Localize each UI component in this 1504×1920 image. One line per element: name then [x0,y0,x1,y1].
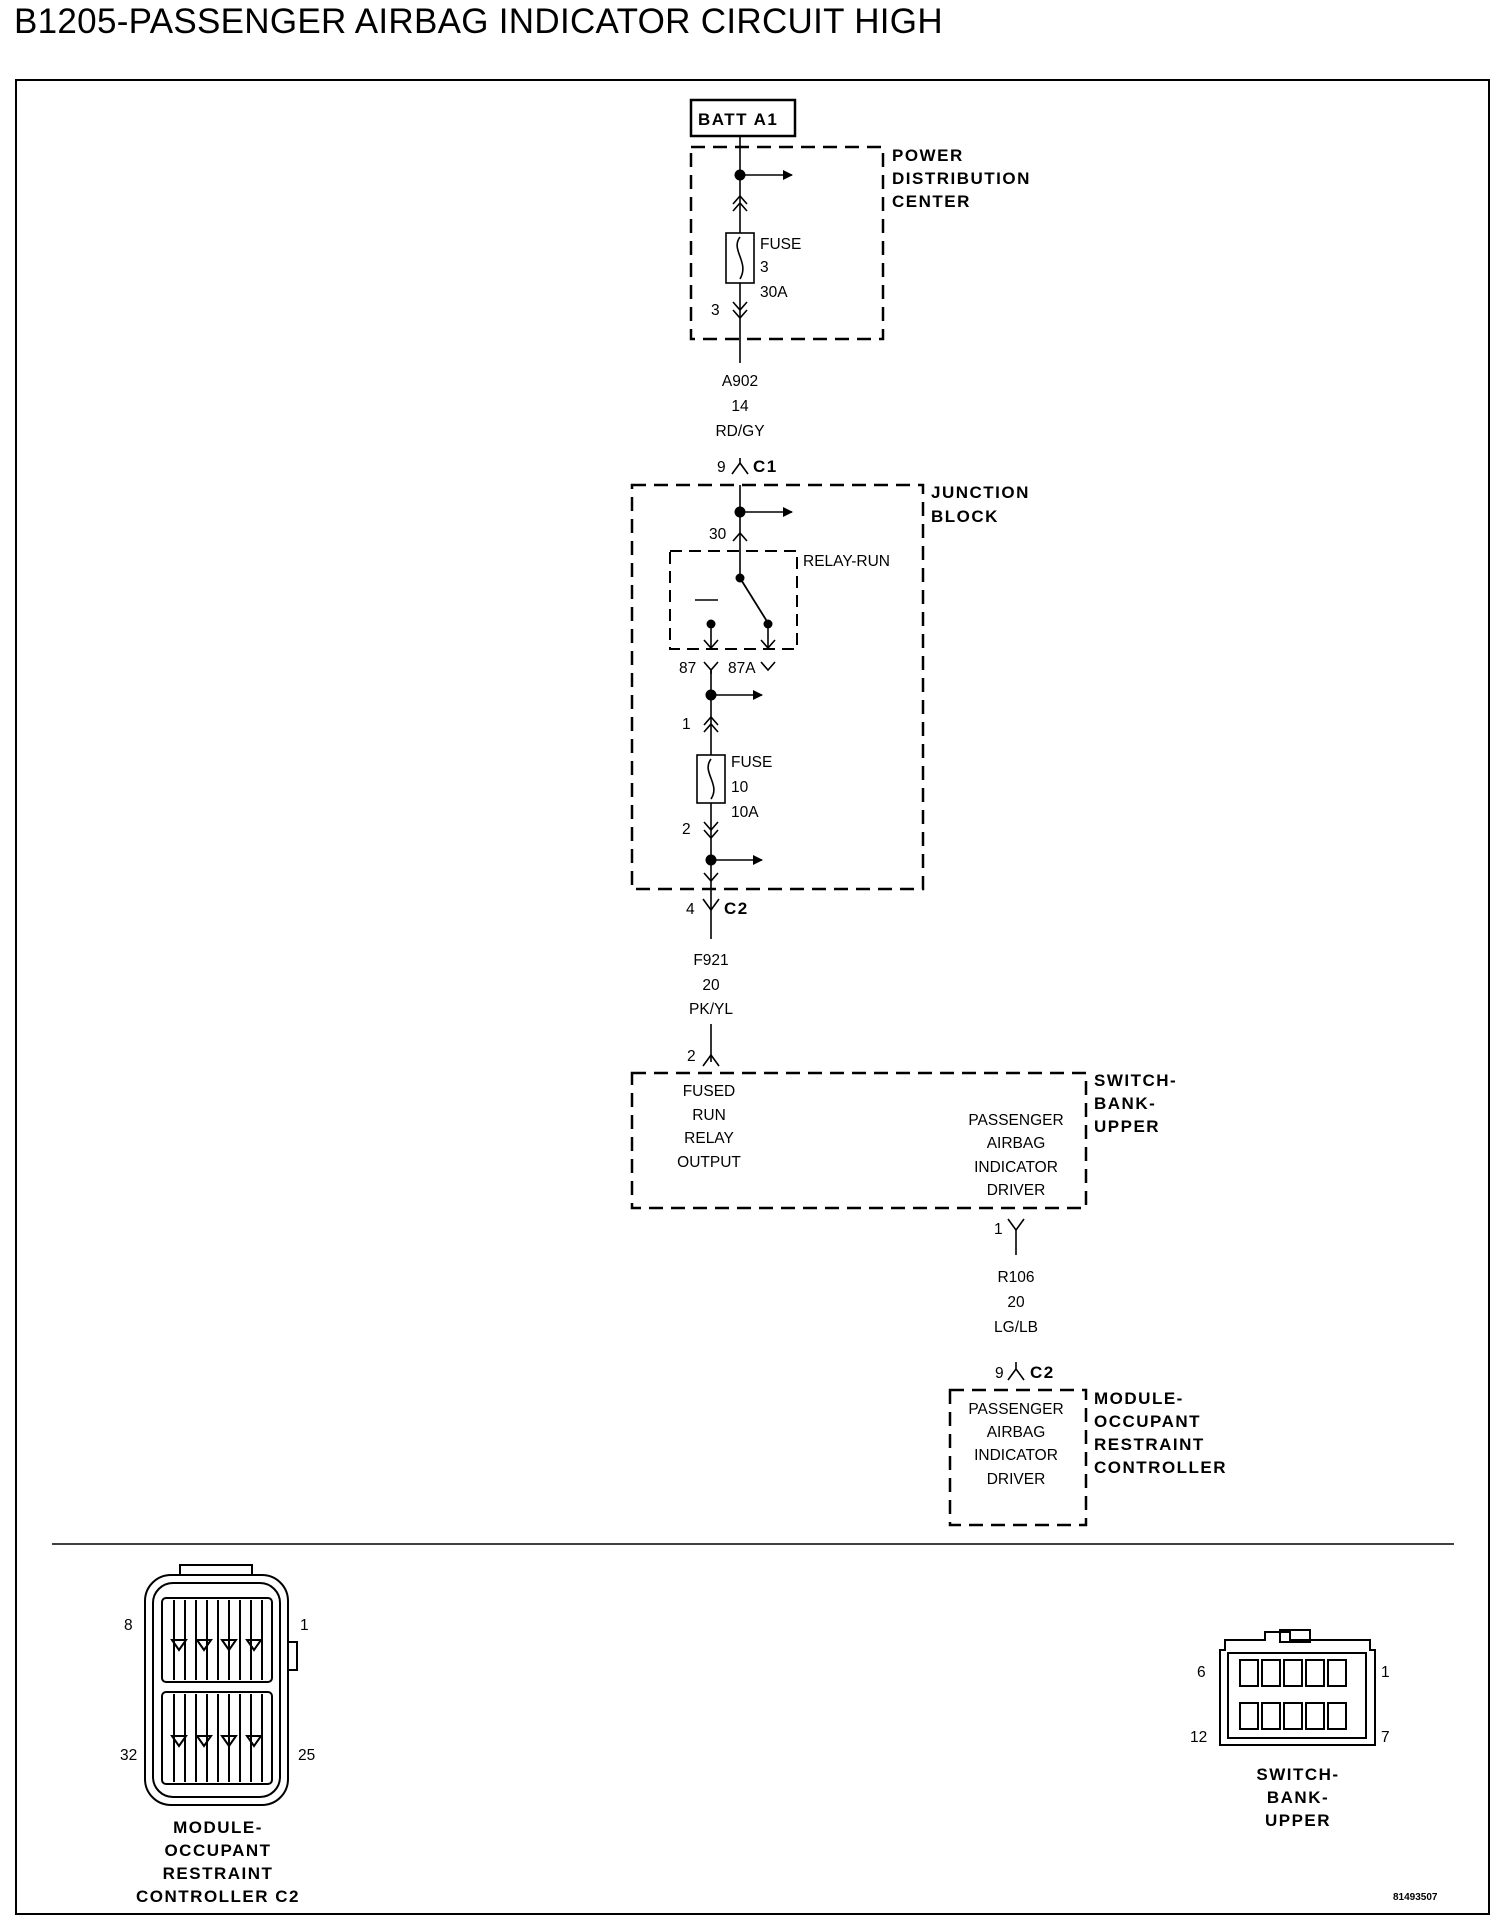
sbu-in-pin: 2 [687,1048,696,1065]
orc-name-1: MODULE- [1094,1389,1184,1408]
batt-label: BATT A1 [698,110,778,129]
orc-label-2: AIRBAG [987,1424,1046,1441]
page-title: B1205-PASSENGER AIRBAG INDICATOR CIRCUIT… [14,2,943,41]
c1-label: C1 [753,457,778,476]
orc-box [948,1388,1088,1527]
pdc-name-3: CENTER [892,192,971,211]
sbu-face-pin-12: 12 [1190,1729,1207,1746]
wire2-color: PK/YL [689,1001,733,1018]
connector-symbol [703,639,776,650]
wire2-gauge: 20 [702,977,720,994]
orc-c2-name-3: RESTRAINT [163,1864,274,1883]
fuse-10-label-1: FUSE [731,754,772,771]
connector-symbol [703,821,719,840]
sbu-face-pin-7: 7 [1381,1729,1390,1746]
relay-switch-arm [739,577,769,624]
figure-id: 81493507 [1393,1892,1438,1903]
sbu-in-label-2: RUN [692,1107,726,1124]
orc-c2-pin-1: 1 [300,1617,309,1634]
jb-name-2: BLOCK [931,507,999,526]
orc-label-1: PASSENGER [968,1401,1063,1418]
c1-connector [731,458,749,475]
connector-symbol [732,194,748,212]
sbu-face-name-2: BANK- [1267,1788,1329,1807]
fuse-3-label-1: FUSE [760,236,801,253]
pin-87a-symbol [760,661,776,672]
sbu-out-label-2: AIRBAG [987,1135,1046,1152]
orc-c2-name-4: CONTROLLER C2 [136,1887,300,1906]
orc-c2-pin-8: 8 [124,1617,133,1634]
wire1-gauge: 14 [731,398,749,415]
sbu-name-2: BANK- [1094,1094,1156,1113]
pin-87: 87 [679,660,696,677]
sbu-in-connector [702,1053,720,1067]
relay-pin-30-symbol [732,531,748,542]
c2-jb-pin: 4 [686,901,695,918]
fuse-element [736,236,744,280]
fuse-10-label-3: 10A [731,804,759,821]
c2-orc-pin: 9 [995,1365,1004,1382]
sbu-out-pin: 1 [994,1221,1003,1238]
orc-name-2: OCCUPANT [1094,1412,1201,1431]
pin-87a: 87A [728,660,756,677]
junction-block-box [630,483,925,891]
fuse-10-out-pin: 2 [682,821,691,838]
orc-name-4: CONTROLLER [1094,1458,1227,1477]
wire3-gauge: 20 [1007,1294,1025,1311]
fuse-10-in-pin: 1 [682,716,691,733]
orc-name-3: RESTRAINT [1094,1435,1205,1454]
sbu-in-label-1: FUSED [683,1083,736,1100]
orc-c2-name-1: MODULE- [173,1818,263,1837]
diagram-frame [15,79,1490,1915]
c1-pin: 9 [717,459,726,476]
c2-jb-label: C2 [724,899,749,918]
wire2-circuit: F921 [693,952,728,969]
sbu-face-name-1: SWITCH- [1256,1765,1339,1784]
wire1-circuit: A902 [722,373,758,390]
sbu-name-3: UPPER [1094,1117,1160,1136]
switch-bank-box [630,1071,1088,1210]
pdc-pin-3: 3 [711,302,720,319]
fuse-3-label-2: 3 [760,259,769,276]
sbu-in-label-3: RELAY [684,1130,734,1147]
wire1-color: RD/GY [715,423,764,440]
c2-orc-connector [1007,1362,1025,1381]
sbu-out-label-3: INDICATOR [974,1159,1058,1176]
c2-orc-label: C2 [1030,1363,1055,1382]
batt-a1-box [689,98,797,138]
pdc-name-2: DISTRIBUTION [892,169,1031,188]
orc-label-3: INDICATOR [974,1447,1058,1464]
connector-symbol [703,872,719,883]
c2-jb-connector [702,898,720,912]
connector-symbol [732,301,748,320]
orc-c2-connector-face [144,1564,298,1806]
fuse-10-label-2: 10 [731,779,749,796]
sbu-in-label-4: OUTPUT [677,1154,741,1171]
wire3-color: LG/LB [994,1319,1038,1336]
connector-symbol [703,715,719,733]
pdc-box [689,145,885,341]
sbu-face-name-3: UPPER [1265,1811,1331,1830]
orc-label-4: DRIVER [987,1471,1046,1488]
jb-name-1: JUNCTION [931,483,1030,502]
sbu-face-pin-1: 1 [1381,1664,1390,1681]
switch-bank-connector-face [1219,1629,1376,1746]
sbu-out-label-4: DRIVER [987,1182,1046,1199]
relay-label: RELAY-RUN [803,553,890,570]
fuse-element [707,758,715,800]
fuse-3-label-3: 30A [760,284,788,301]
orc-c2-pin-32: 32 [120,1747,137,1764]
sbu-face-pin-6: 6 [1197,1664,1206,1681]
sbu-name-1: SWITCH- [1094,1071,1177,1090]
pdc-name-1: POWER [892,146,964,165]
orc-c2-pin-25: 25 [298,1747,315,1764]
sbu-out-label-1: PASSENGER [968,1112,1063,1129]
wire3-circuit: R106 [997,1269,1034,1286]
orc-c2-name-2: OCCUPANT [164,1841,271,1860]
relay-pin-30: 30 [709,526,727,543]
sbu-out-connector [1007,1218,1025,1232]
relay-run-box [669,550,798,650]
